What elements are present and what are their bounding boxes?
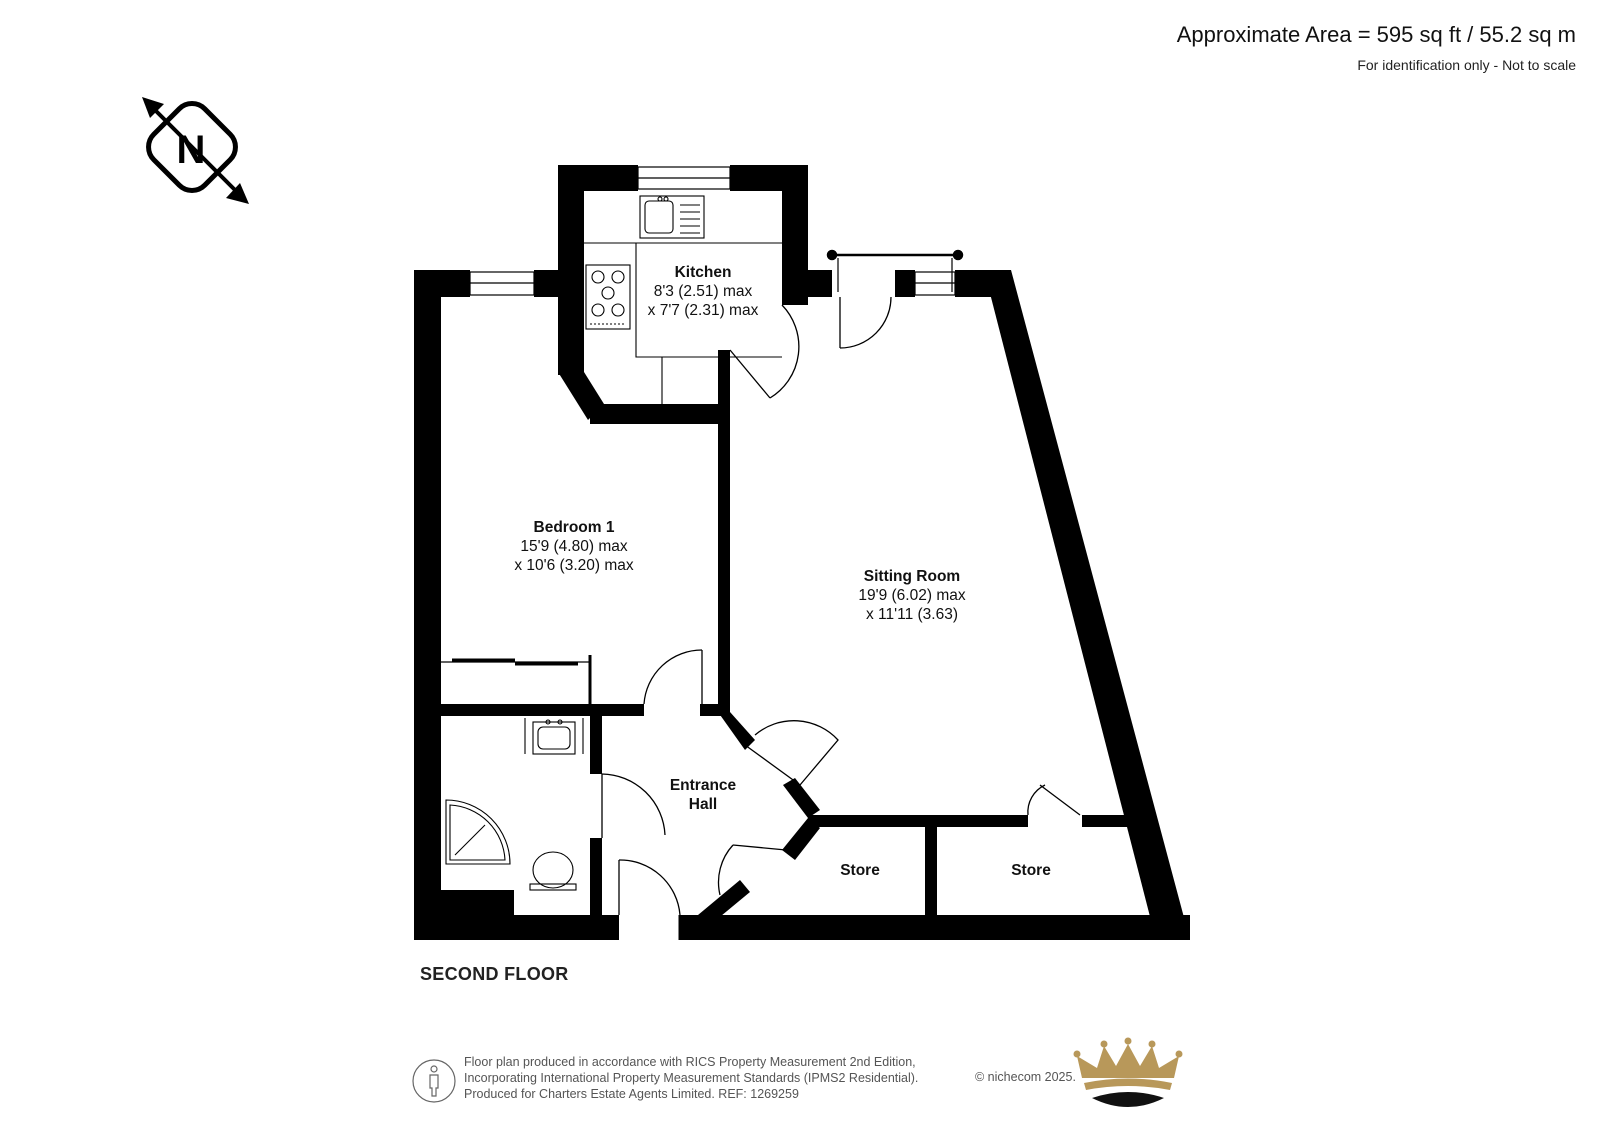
kitchen-fittings: [584, 195, 782, 410]
sitting-room-dim1: 19'9 (6.02) max: [858, 587, 965, 604]
store1-name: Store: [840, 862, 880, 879]
kitchen-dim2: x 7'7 (2.31) max: [648, 302, 759, 319]
sitting-room-name: Sitting Room: [864, 568, 960, 585]
wardrobe: [441, 655, 592, 704]
copyright: © nichecom 2025.: [975, 1070, 1076, 1084]
kitchen-dim1: 8'3 (2.51) max: [654, 283, 753, 300]
store2-name: Store: [1011, 862, 1051, 879]
bathroom-fittings: [445, 718, 584, 891]
person-icon: [412, 1059, 456, 1103]
floor-label: SECOND FLOOR: [420, 964, 569, 984]
footer-line-2: Incorporating International Property Mea…: [464, 1071, 919, 1085]
room-labels: Kitchen 8'3 (2.51) max x 7'7 (2.31) max …: [514, 264, 1051, 879]
bedroom-dim1: 15'9 (4.80) max: [520, 538, 627, 555]
sink-icon: [639, 195, 705, 239]
balcony-rail: [826, 249, 964, 292]
shower-icon: [445, 799, 511, 865]
footer-line-3: Produced for Charters Estate Agents Limi…: [464, 1087, 799, 1101]
kitchen-name: Kitchen: [675, 264, 732, 281]
doors: [601, 296, 1081, 940]
bedroom-name: Bedroom 1: [534, 519, 615, 536]
hob-icon: [585, 264, 631, 330]
windows: [469, 166, 956, 296]
footer-notes: Floor plan produced in accordance with R…: [464, 1054, 918, 1102]
walls: [414, 165, 1190, 940]
toilet-icon: [529, 851, 577, 891]
footer-line-1: Floor plan produced in accordance with R…: [464, 1055, 916, 1069]
scale-disclaimer: For identification only - Not to scale: [1357, 57, 1576, 73]
crown-logo-icon: [1073, 1037, 1183, 1107]
approximate-area: Approximate Area = 595 sq ft / 55.2 sq m: [1176, 22, 1576, 47]
hall-name-line1: Entrance: [670, 777, 737, 794]
north-arrow-icon: N: [142, 97, 249, 204]
compass-letter: N: [177, 128, 206, 172]
hall-name-line2: Hall: [689, 796, 717, 813]
bedroom-dim2: x 10'6 (3.20) max: [514, 557, 634, 574]
sitting-room-dim2: x 11'11 (3.63): [866, 606, 958, 623]
basin-icon: [524, 718, 584, 755]
